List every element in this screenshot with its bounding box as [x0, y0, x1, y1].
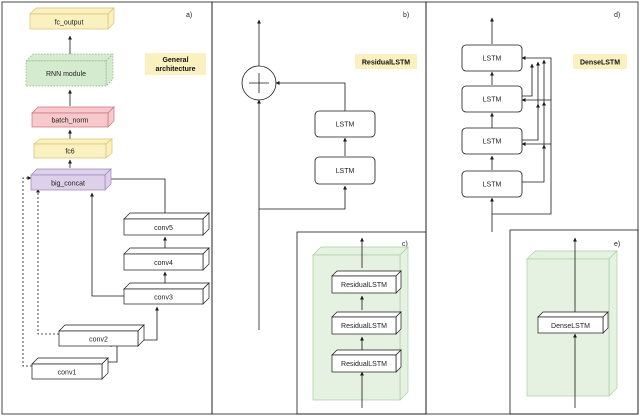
panel-c-frame	[296, 231, 427, 415]
edge-b-lstm-top-sum	[275, 81, 346, 111]
batch-norm-box	[31, 112, 109, 128]
conv2-label: conv2	[89, 337, 108, 344]
conv4-box	[123, 253, 204, 271]
panel-a-tag-line1: General	[162, 57, 188, 64]
d-lstm-4-label: LSTM	[483, 182, 502, 189]
c-residual-3-label: ResidualLSTM	[341, 361, 387, 368]
e-dense-label: DenseLSTM	[551, 323, 590, 330]
edge-d-3-skip	[522, 103, 540, 141]
edge-conv3-bigconcat	[90, 192, 124, 297]
fc6-box	[33, 143, 107, 159]
panel-e-letter: e)	[614, 241, 620, 248]
rnn-module-box	[25, 60, 107, 87]
conv4-top	[123, 247, 210, 255]
fc-output-top	[29, 7, 115, 15]
e-stack-side	[608, 250, 618, 397]
big-concat-label: big_concat	[51, 181, 85, 188]
b-lstm-bottom-label: LSTM	[336, 168, 355, 175]
e-dense-top	[537, 311, 609, 318]
d-lstm-4-box	[461, 170, 523, 198]
c-residual-1-top	[331, 270, 402, 277]
d-lstm-3-label: LSTM	[483, 139, 502, 146]
conv5-top	[123, 212, 210, 220]
rnn-module-top	[25, 53, 114, 62]
edge-d-skip-to-2	[521, 98, 552, 144]
fc6-top	[33, 138, 113, 145]
panel-b-tag: ResidualLSTM	[362, 60, 410, 67]
d-lstm-1-label: LSTM	[483, 56, 502, 63]
conv1-top	[31, 357, 109, 365]
panel-d-tag: DenseLSTM	[580, 60, 620, 67]
b-lstm-bottom-box	[314, 156, 376, 185]
rnn-module-label: RNN module	[46, 71, 86, 78]
batch-norm-label: batch_norm	[52, 118, 89, 125]
big-concat-top	[30, 168, 112, 176]
b-lstm-top-box	[314, 110, 376, 138]
conv3-box	[123, 288, 204, 305]
panel-b-letter: b)	[403, 12, 409, 19]
edge-d-2-skip	[522, 63, 534, 97]
panel-e-frame	[509, 229, 639, 415]
conv3-label: conv3	[154, 295, 173, 302]
c-residual-1-box	[331, 275, 397, 294]
e-stack-top	[526, 250, 618, 260]
c-residual-2-top	[331, 311, 402, 318]
rnn-module-side	[105, 53, 114, 87]
d-lstm-2-label: LSTM	[483, 97, 502, 104]
conv1-label: conv1	[58, 370, 77, 377]
conv2-box	[58, 330, 139, 347]
e-dense-box	[537, 316, 604, 334]
c-residual-2-box	[331, 316, 397, 335]
d-lstm-1-box	[461, 44, 523, 72]
panel-a-tag-line2: architecture	[155, 66, 195, 73]
edge-d-skip-to-1	[521, 56, 552, 100]
plus-circle-icon	[241, 65, 277, 101]
batch-norm-top	[31, 106, 115, 114]
edge-conv2-bigconcat-dashed	[36, 188, 59, 335]
edge-b-skip-branch	[259, 185, 347, 210]
conv5-box	[123, 218, 204, 236]
panel-d-letter: d)	[614, 12, 620, 19]
conv4-label: conv4	[154, 260, 173, 267]
edge-d-4-skip	[522, 144, 546, 183]
c-residual-3-box	[331, 354, 397, 373]
edge-conv1-bigconcat-dashed	[22, 176, 32, 367]
c-residual-3-top	[331, 349, 402, 356]
c-residual-1-label: ResidualLSTM	[341, 282, 387, 289]
fc6-label: fc6	[65, 149, 74, 156]
d-lstm-2-box	[461, 85, 523, 113]
conv1-box	[31, 363, 103, 380]
panel-b-tag-bg	[355, 54, 417, 69]
fc-output-box	[29, 13, 109, 30]
c-residual-2-label: ResidualLSTM	[341, 323, 387, 330]
b-lstm-top-label: LSTM	[336, 122, 355, 129]
conv5-label: conv5	[154, 225, 173, 232]
panel-c-letter: c)	[402, 241, 408, 248]
fc-output-label: fc_output	[55, 20, 84, 27]
panel-a-letter: a)	[186, 12, 192, 19]
d-lstm-3-box	[461, 127, 523, 155]
conv3-top	[123, 282, 210, 290]
panel-d-tag-bg	[573, 54, 627, 69]
edge-conv5-bigconcat	[106, 177, 166, 214]
edge-d-input-skip	[492, 142, 552, 215]
panel-a-tag-bg	[145, 53, 206, 75]
big-concat-box	[30, 174, 106, 191]
c-stack-top	[312, 246, 409, 256]
conv2-top	[58, 324, 145, 332]
